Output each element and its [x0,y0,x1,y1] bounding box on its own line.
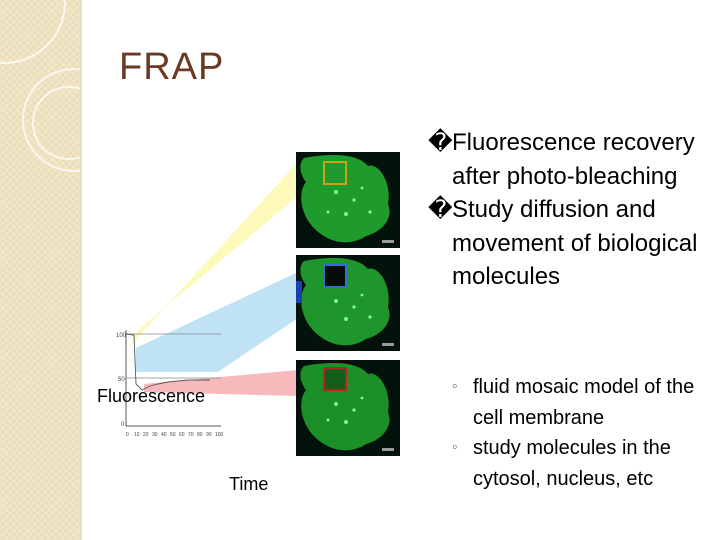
band-divider [80,0,82,540]
x-tick-label: 50 [170,432,176,438]
y-tick-label: 0 [121,422,125,428]
y-tick-label: 100 [116,333,127,339]
x-tick-label: 90 [206,432,212,438]
x-tick-label: 0 [126,432,129,438]
microscopy-frame-bleached [296,255,400,351]
frap-recovery-graph: 100 50 0 0 10 20 30 40 50 60 70 80 90 10… [116,330,224,438]
sub-bullet-text: fluid mosaic model of the cell membrane [473,376,695,429]
recovery-curve [125,333,210,391]
x-tick-label: 30 [152,432,158,438]
bullet-text: Fluorescence recovery after photo-bleach… [452,129,695,190]
sub-bullet-item: ◦ study molecules in the cytosol, nucleu… [450,433,720,494]
x-tick-label: 40 [161,432,167,438]
microscopy-frame-recovery [296,360,400,456]
x-tick-label: 80 [197,432,203,438]
x-tick-label: 20 [143,432,149,438]
sub-bullet-marker: ◦ [452,439,458,456]
bleach-band-blue [136,272,298,372]
slide-title: FRAP [119,46,225,88]
x-tick-label: 60 [179,432,185,438]
bleach-band-yellow [128,162,298,348]
x-tick-label: 70 [188,432,194,438]
bullet-item: � Study diffusion and movement of biolog… [428,193,718,294]
bullet-item: � Fluorescence recovery after photo-blea… [428,126,718,193]
region-of-interest-box [323,161,347,185]
sub-bullet-text: study molecules in the cytosol, nucleus,… [473,437,671,490]
x-tick-label: 10 [134,432,140,438]
x-tick-label: 100 [215,432,224,438]
bullet-marker: � [428,129,453,156]
bullet-text: Study diffusion and movement of biologic… [452,196,698,290]
sub-bullet-marker: ◦ [452,378,458,395]
y-axis-label: Fluorescence [97,386,206,406]
bleached-region-box [323,264,347,288]
main-bullet-list: � Fluorescence recovery after photo-blea… [428,126,718,294]
bullet-marker: � [428,196,453,223]
decorative-side-band [0,0,80,540]
x-axis-label: Time [229,474,269,494]
sub-bullet-item: ◦ fluid mosaic model of the cell membran… [450,372,720,433]
recovery-region-box [323,367,347,391]
y-tick-label: 50 [118,377,125,383]
microscopy-frame-prebleach [296,152,400,248]
bleach-band-red [144,370,298,396]
sub-bullet-list: ◦ fluid mosaic model of the cell membran… [450,372,720,494]
